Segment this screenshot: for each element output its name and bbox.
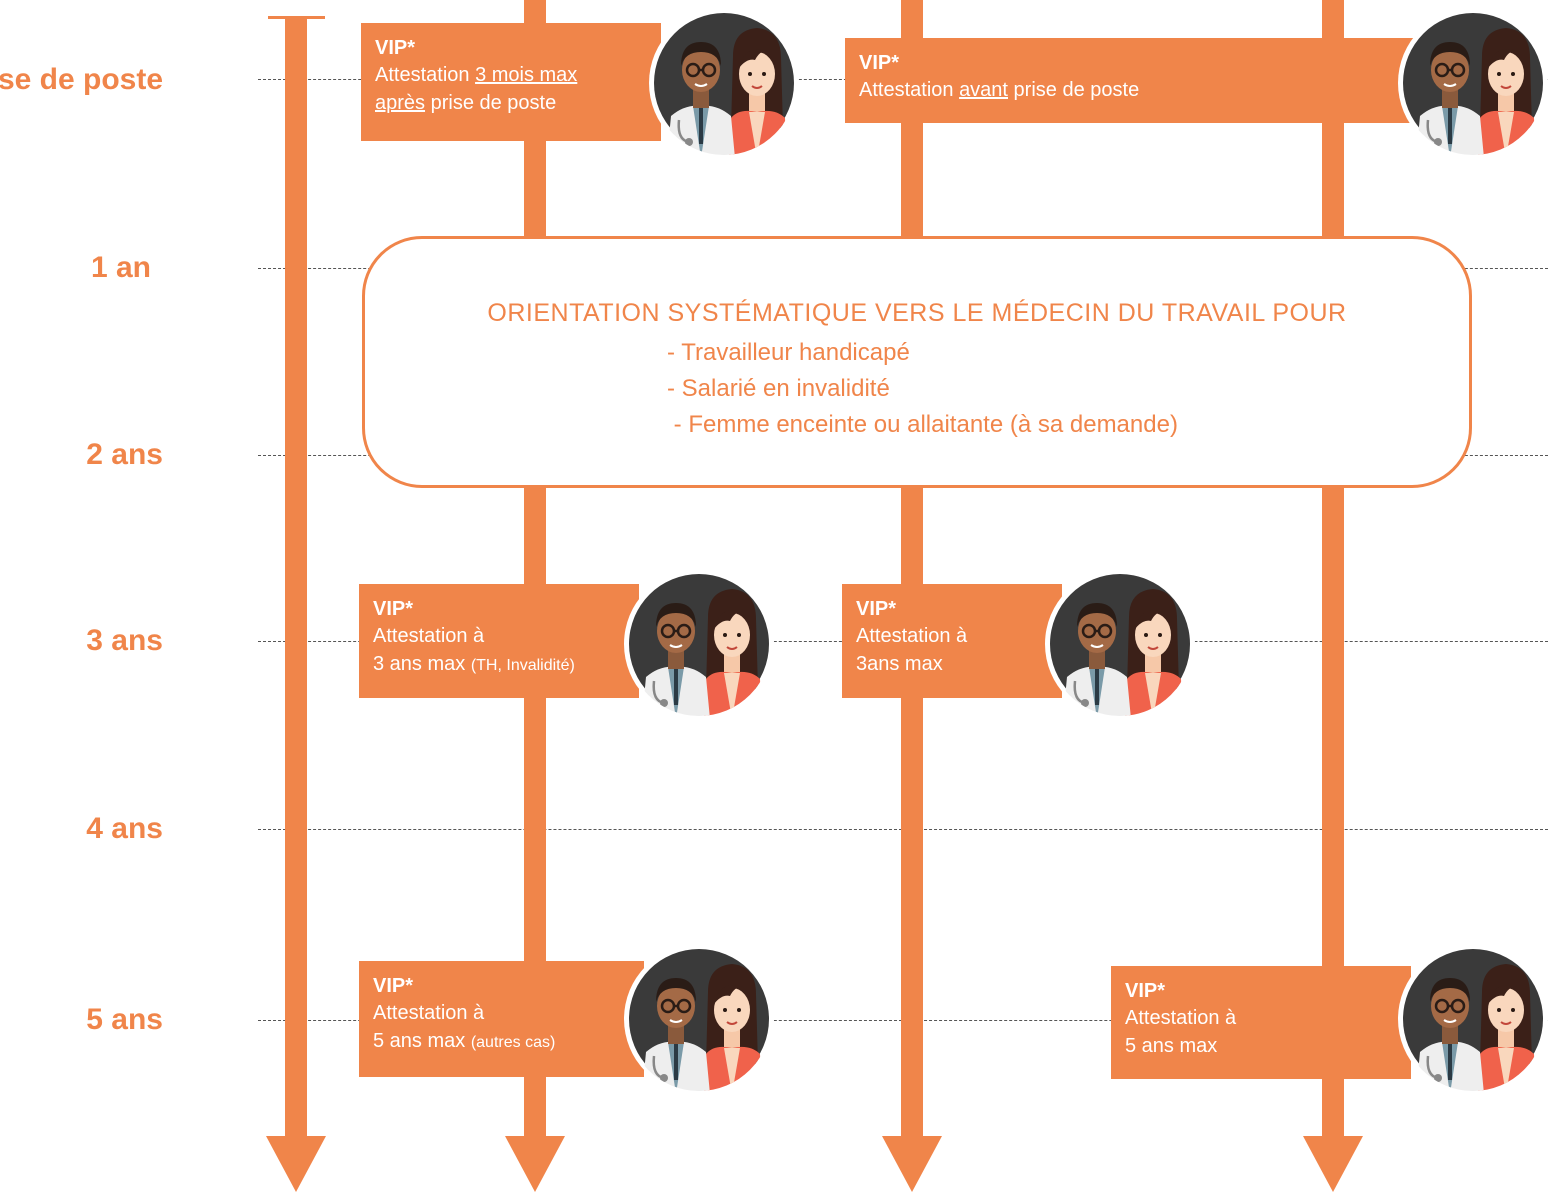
column-2-line: [901, 0, 923, 1146]
card-text-underlined: avant: [959, 79, 1008, 101]
vip-card-5-ans-col3: VIP* Attestation à 5 ans max: [1111, 966, 1411, 1079]
card-text: Attestation à: [373, 1002, 485, 1024]
row-label-4-ans: 4 ans: [86, 812, 163, 845]
vip-card-3-ans-col1: VIP* Attestation à 3 ans max (TH, Invali…: [359, 584, 639, 698]
card-text: 3 ans max: [373, 653, 471, 675]
vip-card-3-ans-col2: VIP* Attestation à 3ans max: [842, 584, 1062, 698]
doctor-and-woman-avatar-icon: [1045, 569, 1195, 719]
card-text: 5 ans max: [373, 1030, 471, 1052]
orientation-note-item: - Travailleur handicapé: [667, 339, 910, 366]
vip-card-5-ans-col1: VIP* Attestation à 5 ans max (autres cas…: [359, 961, 644, 1077]
vip-card-prise-de-poste-col2: VIP* Attestation avant prise de poste: [845, 38, 1415, 123]
doctor-and-woman-avatar-icon: [624, 569, 774, 719]
card-text-small: (TH, Invalidité): [470, 657, 575, 674]
doctor-and-woman-avatar-icon: [1398, 944, 1548, 1094]
arrow-down-icon: [505, 1136, 565, 1192]
card-text: Attestation à: [1125, 1007, 1237, 1029]
orientation-note-box: ORIENTATION SYSTÉMATIQUE VERS LE MÉDECIN…: [362, 236, 1472, 488]
card-text-underlined: 3 mois max: [475, 64, 578, 86]
row-label-5-ans: 5 ans: [86, 1003, 163, 1036]
card-title: VIP*: [375, 37, 416, 59]
row-label-2-ans: 2 ans: [86, 438, 163, 471]
card-title: VIP*: [1125, 980, 1166, 1002]
card-title: VIP*: [859, 52, 900, 74]
row-label-1-an: 1 an: [90, 251, 151, 284]
card-text: Attestation: [375, 64, 476, 86]
doctor-and-woman-avatar-icon: [624, 944, 774, 1094]
card-title: VIP*: [373, 975, 414, 997]
orientation-note-item: - Femme enceinte ou allaitante (à sa dem…: [667, 411, 1178, 438]
card-text: prise de poste: [425, 92, 557, 114]
arrow-down-icon: [266, 1136, 326, 1192]
card-text: Attestation à: [373, 625, 485, 647]
card-text: Attestation: [859, 79, 960, 101]
card-title: VIP*: [373, 598, 414, 620]
card-text: 3ans max: [856, 653, 943, 675]
doctor-and-woman-avatar-icon: [649, 8, 799, 158]
orientation-note-item: - Salarié en invalidité: [667, 375, 890, 402]
arrow-down-icon: [882, 1136, 942, 1192]
orientation-note-list: - Travailleur handicapé - Salarié en inv…: [667, 335, 1178, 443]
card-text: prise de poste: [1008, 79, 1140, 101]
card-text-underlined: après: [375, 92, 426, 114]
card-text: Attestation à: [856, 625, 968, 647]
card-text-small: (autres cas): [470, 1034, 556, 1051]
time-axis-line: [285, 16, 307, 1146]
row-label-3-ans: 3 ans: [86, 624, 163, 657]
card-title: VIP*: [856, 598, 897, 620]
doctor-and-woman-avatar-icon: [1398, 8, 1548, 158]
orientation-note-title: ORIENTATION SYSTÉMATIQUE VERS LE MÉDECIN…: [487, 299, 1347, 327]
card-text: 5 ans max: [1125, 1035, 1218, 1057]
row-label-prise-de-poste: Prise de poste: [0, 63, 163, 96]
arrow-down-icon: [1303, 1136, 1363, 1192]
vip-card-prise-de-poste-col1: VIP* Attestation 3 mois max après prise …: [361, 23, 661, 141]
